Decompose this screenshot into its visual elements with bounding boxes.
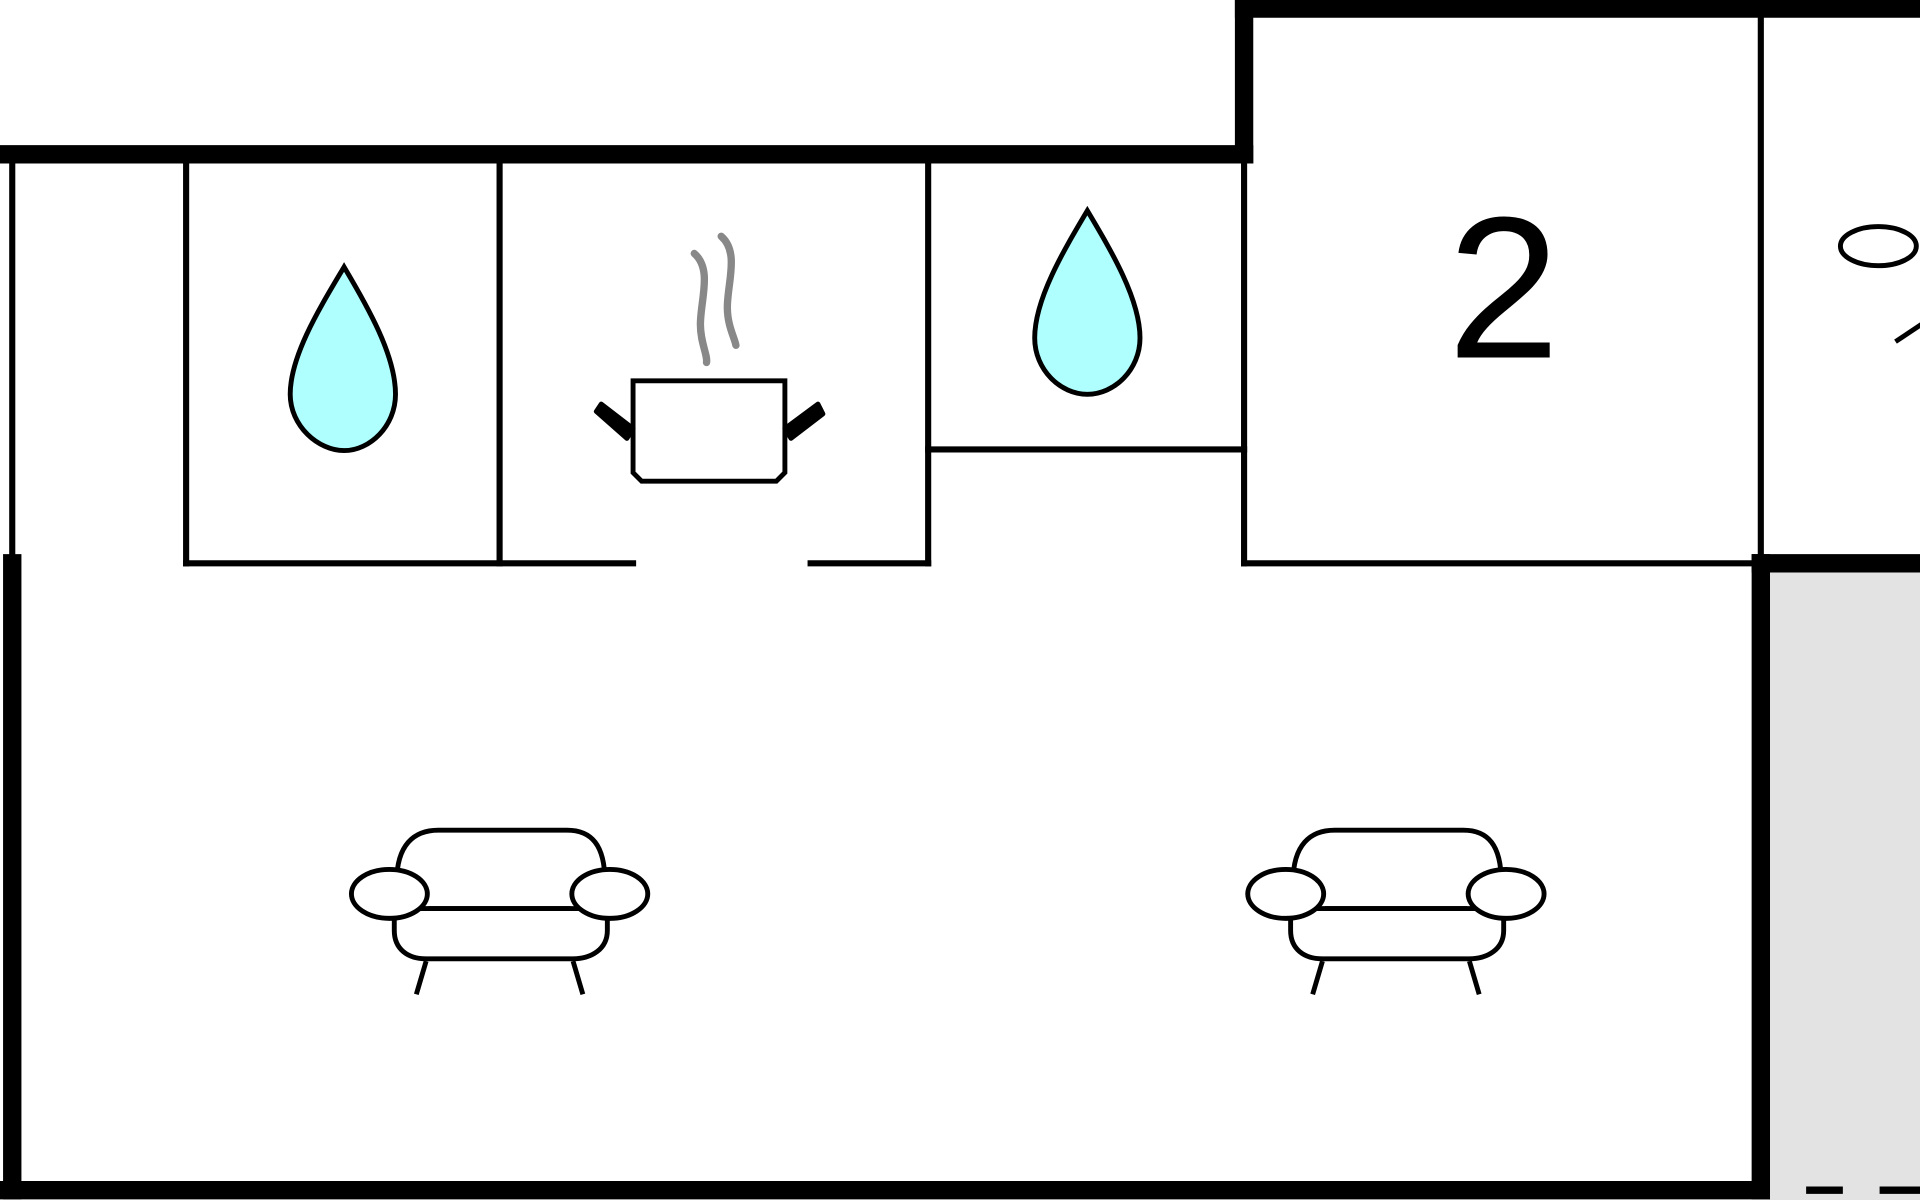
- sofa-icon: [1837, 224, 1920, 344]
- water-drop-icon: [287, 262, 398, 454]
- sofa-icon: [1245, 827, 1547, 995]
- terrace-area: [1769, 570, 1920, 1200]
- bedroom-number: 2: [1447, 175, 1559, 401]
- sofa-icon: [348, 827, 651, 995]
- cooking-pot-icon: [593, 232, 826, 484]
- interior-walls: [9, 9, 1764, 567]
- water-drop-icon: [1032, 205, 1143, 397]
